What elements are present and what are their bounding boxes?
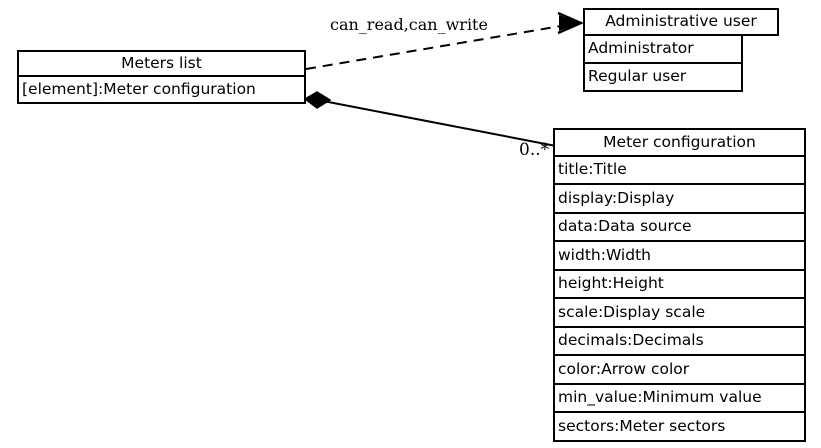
class-attribute-row: [element]:Meter configuration [17,77,306,104]
class-box-meters-list[interactable]: Meters list [element]:Meter configuratio… [17,50,306,104]
dependency-edge-label: can_read,can_write [330,15,488,34]
class-attribute-row: width:Width [553,242,806,271]
dependency-arrowhead-fill-icon [559,15,580,31]
composition-diamond-icon [303,91,332,109]
dependency-arrowhead-icon [557,11,585,35]
class-attribute-row: data:Data source [553,213,806,242]
class-attribute-row: Administrator [583,36,743,64]
class-attribute-row: height:Height [553,270,806,299]
class-name-administrative-user: Administrative user [583,8,779,36]
class-box-administrative-user[interactable]: Administrative user Administrator Regula… [583,8,779,92]
class-box-meter-configuration[interactable]: Meter configuration title:Title display:… [553,128,806,442]
class-attribute-row: min_value:Minimum value [553,384,806,413]
class-attribute-row: scale:Display scale [553,299,806,328]
class-attribute-row: display:Display [553,185,806,214]
class-attribute-row: Regular user [583,64,743,92]
class-name-meter-configuration: Meter configuration [553,128,806,157]
class-attribute-row: color:Arrow color [553,356,806,385]
class-attribute-row: decimals:Decimals [553,327,806,356]
composition-multiplicity-label: 0..* [519,140,550,160]
class-attribute-row: title:Title [553,156,806,185]
class-name-meters-list: Meters list [17,50,306,77]
class-attribute-row: sectors:Meter sectors [553,413,806,442]
